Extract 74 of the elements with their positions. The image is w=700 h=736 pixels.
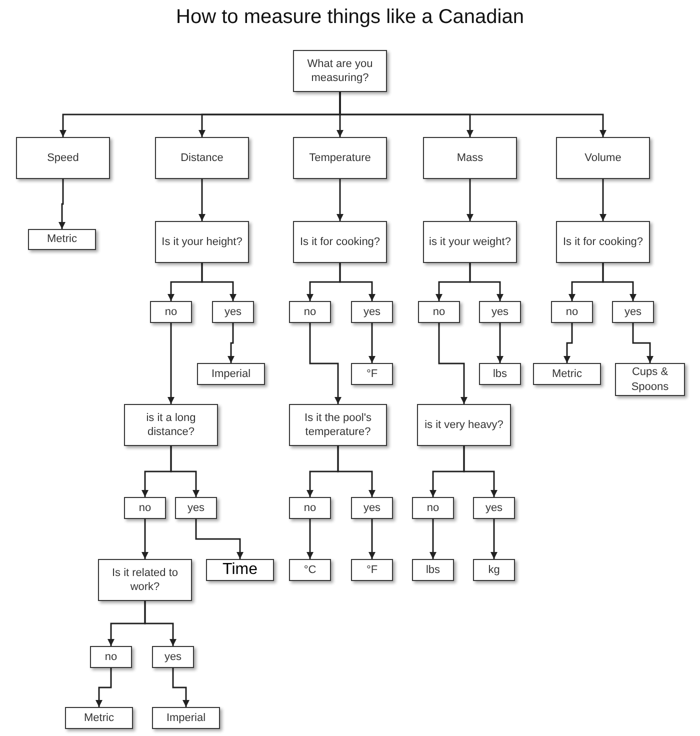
flowchart-box: no bbox=[289, 301, 331, 323]
flowchart-box: yes bbox=[473, 497, 515, 519]
arrow bbox=[170, 446, 200, 497]
arrow bbox=[306, 519, 314, 559]
flowchart-box: is it your weight? bbox=[423, 221, 517, 263]
flowchart-box: yes bbox=[152, 646, 194, 668]
arrow bbox=[600, 179, 606, 221]
flowchart-box: Time bbox=[206, 559, 274, 581]
flowchart-box: Imperial bbox=[197, 363, 265, 385]
flowchart-box: no bbox=[289, 497, 331, 519]
flowchart-box: Is it for cooking? bbox=[293, 221, 387, 263]
flowchart-box: is it a long distance? bbox=[124, 404, 218, 446]
arrow bbox=[368, 519, 376, 559]
arrow bbox=[368, 323, 376, 363]
arrow bbox=[602, 263, 636, 301]
flowchart-box: Is it the pool's temperature? bbox=[289, 404, 387, 446]
flowchart-box: yes bbox=[351, 301, 393, 323]
flowchart-box: Is it your height? bbox=[155, 221, 249, 263]
flowchart-box: °F bbox=[351, 559, 393, 581]
flowchart-box: yes bbox=[479, 301, 521, 323]
flowchart-box: yes bbox=[612, 301, 654, 323]
arrow bbox=[632, 323, 654, 363]
flowchart-box: Mass bbox=[423, 137, 517, 179]
flowchart-box: Distance bbox=[155, 137, 249, 179]
flowchart-box: Imperial bbox=[152, 707, 220, 729]
arrow bbox=[339, 263, 376, 301]
arrow bbox=[466, 179, 474, 221]
arrow bbox=[168, 323, 174, 404]
flowchart-box: Cups & Spoons bbox=[615, 363, 685, 396]
arrow bbox=[201, 263, 236, 301]
arrow bbox=[490, 519, 498, 559]
flowchart-box: Metric bbox=[28, 229, 96, 250]
flowchart-box: What are you measuring? bbox=[293, 50, 387, 92]
flowchart-box: Volume bbox=[556, 137, 650, 179]
arrow bbox=[142, 519, 148, 559]
arrow bbox=[336, 179, 344, 221]
title: How to measure things like a Canadian bbox=[175, 6, 525, 29]
arrow bbox=[195, 519, 244, 559]
arrow bbox=[337, 446, 376, 497]
flowchart-box: yes bbox=[175, 497, 217, 519]
arrow bbox=[564, 323, 573, 363]
flowchart-box: no bbox=[551, 301, 593, 323]
arrow bbox=[198, 179, 206, 221]
flowchart-box: yes bbox=[351, 497, 393, 519]
arrow bbox=[469, 263, 504, 301]
flowchart-box: is it very heavy? bbox=[417, 404, 511, 446]
arrow bbox=[228, 323, 234, 363]
arrow bbox=[496, 323, 504, 363]
arrow bbox=[309, 323, 342, 404]
arrow bbox=[144, 601, 176, 646]
flowchart-box: lbs bbox=[479, 363, 521, 385]
flowchart-box: Metric bbox=[65, 707, 133, 729]
arrow bbox=[172, 668, 190, 707]
flowchart-box: Is it for cooking? bbox=[556, 221, 650, 263]
arrow bbox=[463, 446, 498, 497]
flowchart-box: °F bbox=[351, 363, 393, 385]
flowchart-box: yes bbox=[212, 301, 254, 323]
arrow bbox=[438, 323, 468, 404]
flowchart-box: no bbox=[90, 646, 132, 668]
flowchart-box: no bbox=[412, 497, 454, 519]
arrow bbox=[58, 179, 66, 229]
arrow bbox=[96, 668, 112, 707]
flowchart-box: lbs bbox=[412, 559, 454, 581]
flowchart-box: kg bbox=[473, 559, 515, 581]
arrow bbox=[430, 519, 436, 559]
flowchart-box: no bbox=[418, 301, 460, 323]
flowchart-box: no bbox=[150, 301, 192, 323]
arrow bbox=[339, 92, 606, 137]
flowchart-box: Speed bbox=[16, 137, 110, 179]
flowchart-box: °C bbox=[289, 559, 331, 581]
flowchart-box: Temperature bbox=[293, 137, 387, 179]
flowchart-box: no bbox=[124, 497, 166, 519]
flowchart-box: Metric bbox=[533, 363, 601, 385]
flowchart-box: Is it related to work? bbox=[98, 559, 192, 601]
